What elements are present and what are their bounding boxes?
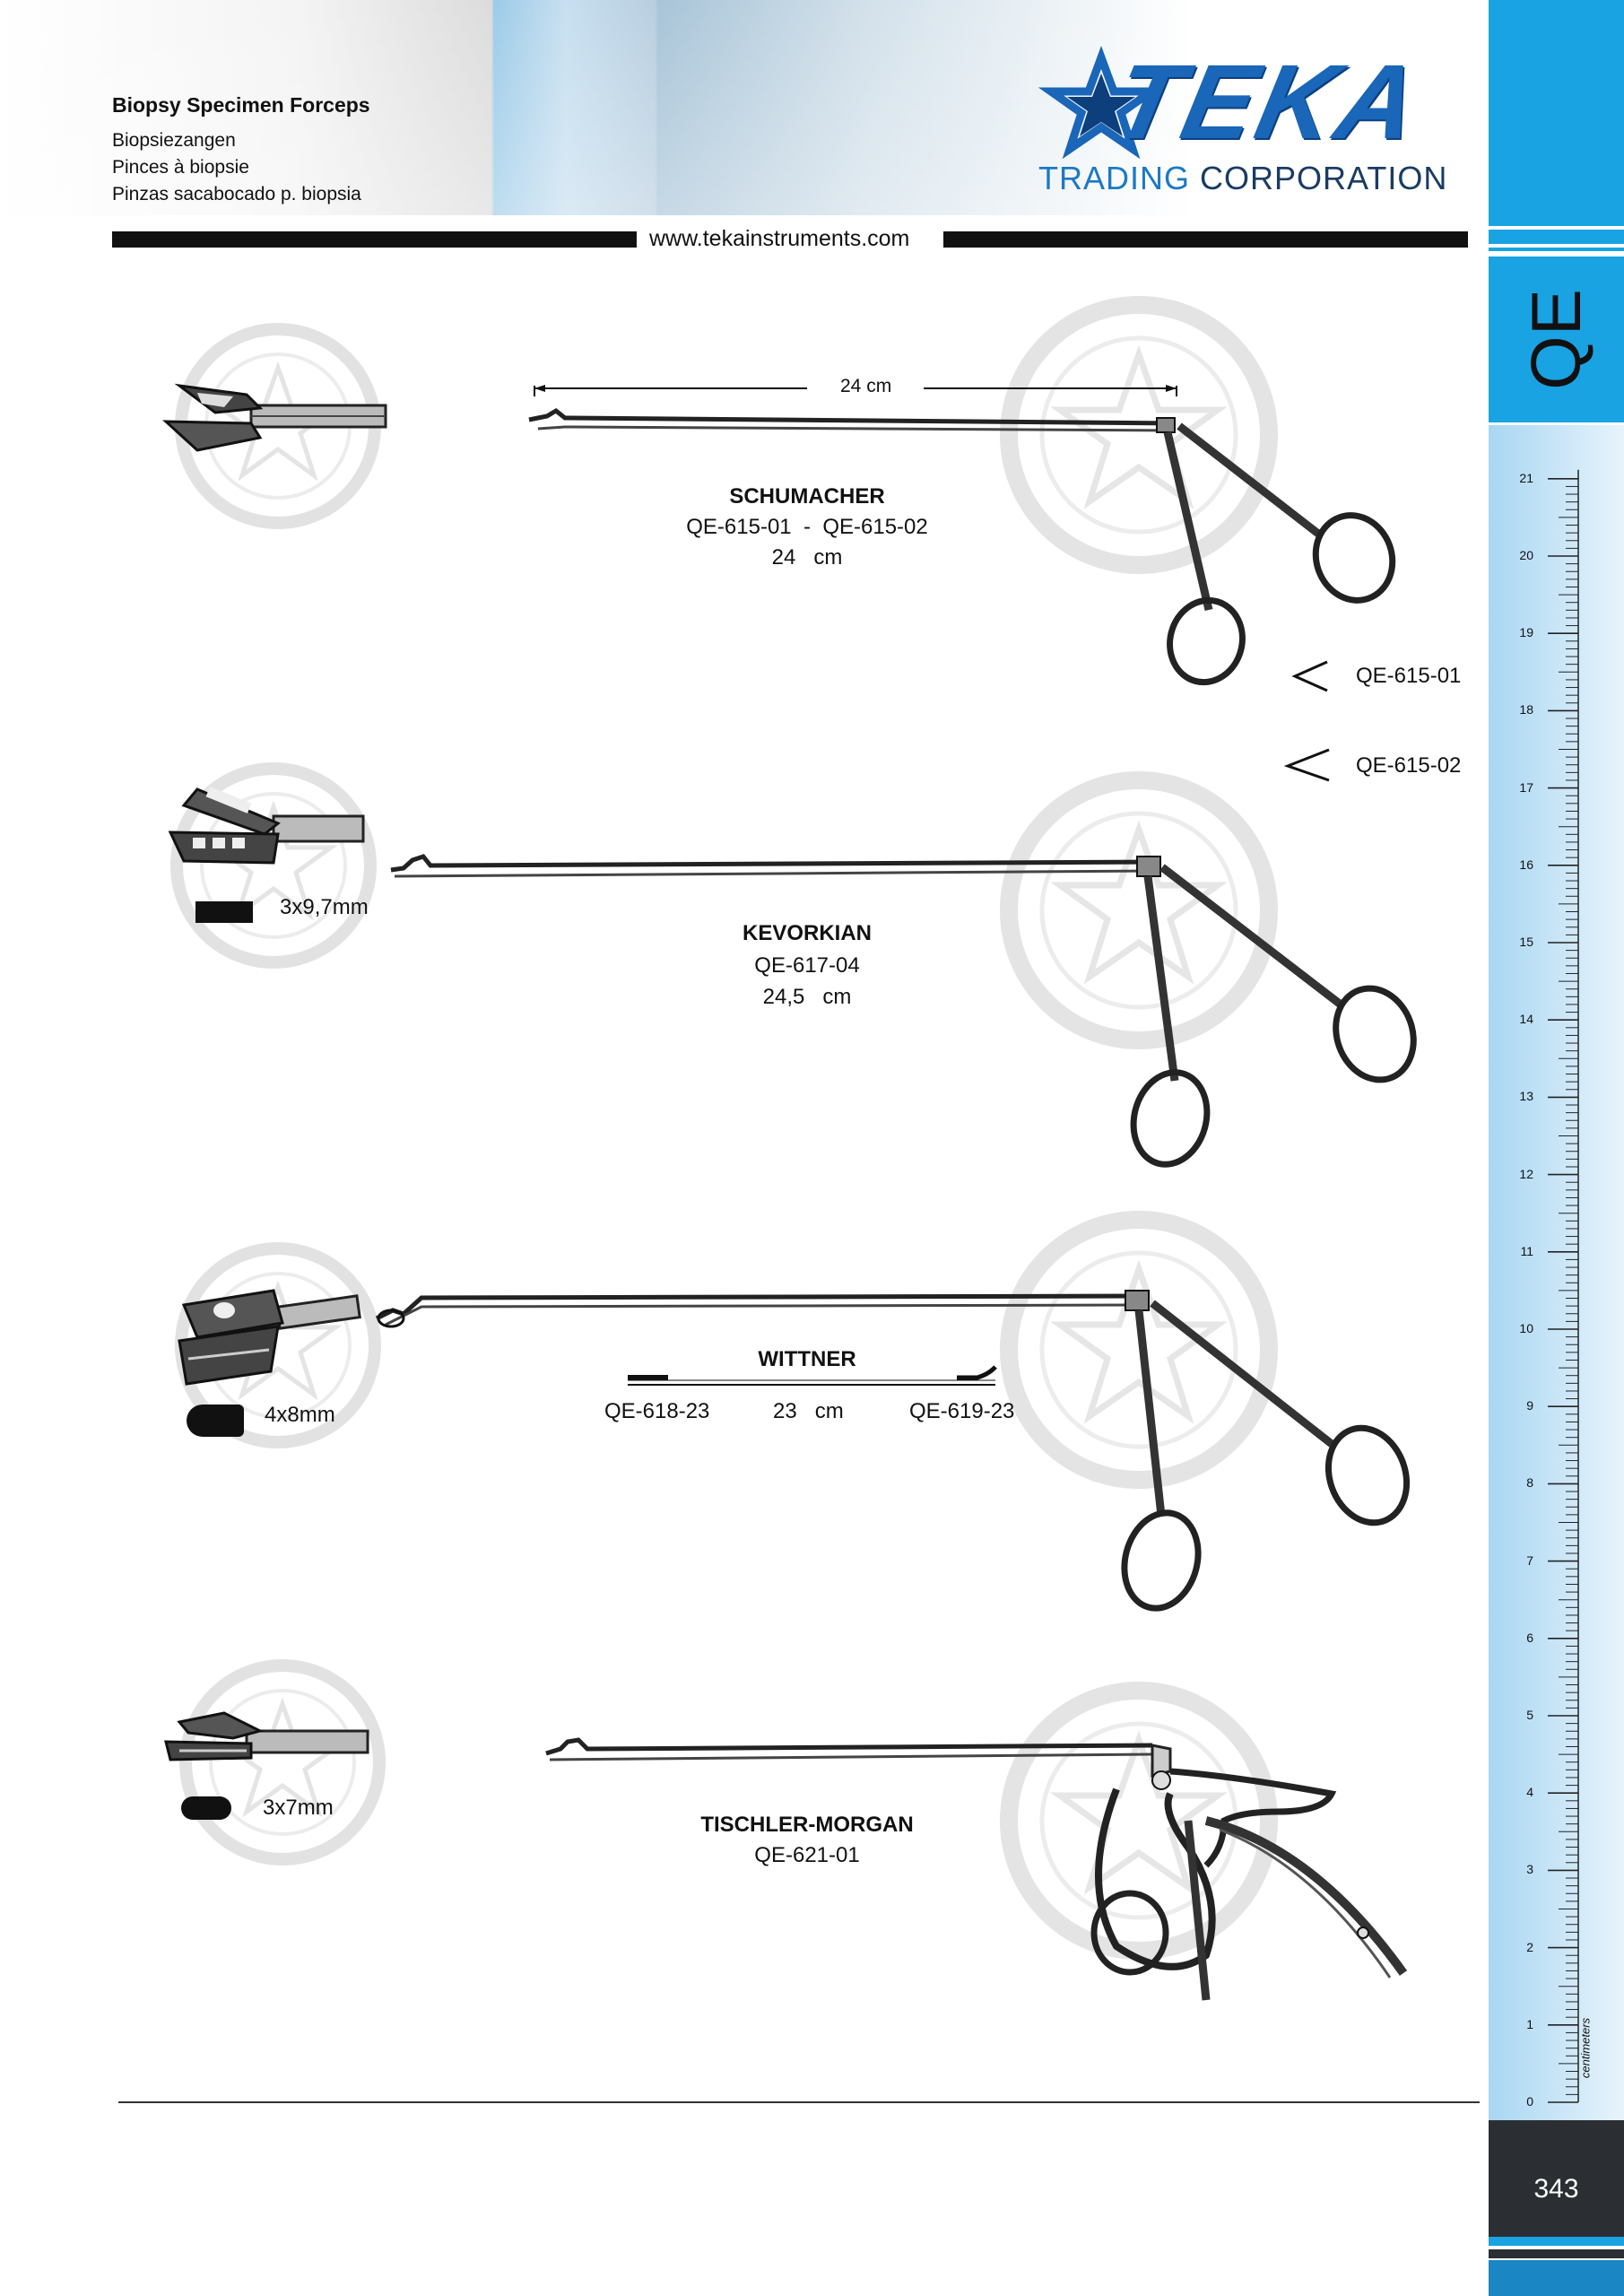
ruler-ticks [1548, 469, 1579, 2103]
product-size-schumacher: 24 cm [771, 545, 843, 570]
page-number-block [1489, 2120, 1624, 2237]
ruler-label: 6 [1526, 1630, 1533, 1645]
website-url: www.tekainstruments.com [649, 226, 910, 251]
product-name-tischler-morgan: TISCHLER-MORGAN [700, 1813, 914, 1837]
ruler-label: 20 [1519, 548, 1533, 562]
forceps-schumacher [528, 385, 1396, 686]
ruler-label: 3 [1526, 1862, 1533, 1877]
logo-wordmark: TEKA [1103, 43, 1432, 161]
jaw-size-wittner: 4x8mm [265, 1403, 335, 1427]
subtitle-fr: Pinces à biopsie [112, 157, 249, 178]
ruler-label: 19 [1519, 625, 1533, 640]
code-straight-wittner: QE-618-23 [604, 1399, 710, 1423]
ruler-label: 13 [1519, 1089, 1533, 1104]
product-name-kevorkian: KEVORKIAN [742, 921, 872, 945]
ruler-label: 15 [1519, 935, 1533, 949]
ruler-label: 2 [1526, 1939, 1533, 1954]
variant-label: QE-615-01 [1356, 664, 1462, 688]
code-sep: - [803, 515, 811, 539]
ruler-label: 11 [1520, 1243, 1533, 1258]
product-code-kevorkian: QE-617-04 [754, 953, 860, 978]
seal-watermark [1000, 1211, 1278, 1489]
jaw-size-swatch [195, 901, 253, 923]
product-name-schumacher: SCHUMACHER [729, 484, 885, 509]
code-curved-wittner: QE-619-23 [909, 1399, 1015, 1423]
product-size-wittner: 23 cm [773, 1399, 844, 1423]
ruler-label: 4 [1526, 1785, 1533, 1800]
dimension-label: 24 cm [840, 376, 892, 396]
product-size-kevorkian: 24,5 cm [762, 985, 852, 1009]
section-tab [1489, 257, 1624, 422]
ruler-unit: centimeters [1578, 2017, 1593, 2079]
product-codes-schumacher: QE-615-01 - QE-615-02 [583, 515, 1031, 540]
jaw-size-kevorkian: 3x9,7mm [280, 895, 369, 919]
ruler-label: 7 [1526, 1552, 1533, 1568]
sidebar-top-block [1489, 0, 1624, 226]
product-name-wittner: WITTNER [758, 1347, 856, 1371]
jaw-size-swatch [181, 1796, 231, 1820]
page-number: 343 [1533, 2174, 1579, 2204]
footer-stripe [1489, 2249, 1624, 2258]
logo-corporation: CORPORATION [1200, 160, 1448, 196]
ruler-label: 0 [1526, 2094, 1533, 2109]
sidebar-stripe [1489, 248, 1624, 251]
seal-watermark [1000, 1682, 1278, 1960]
logo-tagline: TRADING CORPORATION [1038, 160, 1447, 197]
jaw-detail-schumacher [162, 383, 387, 452]
footer-stripe [1489, 2237, 1624, 2246]
ruler-label: 5 [1526, 1708, 1533, 1722]
section-code: QE [1515, 289, 1595, 390]
variant-label: QE-615-02 [1356, 753, 1462, 778]
subtitle-de: Biopsiezangen [112, 130, 236, 151]
forceps-wittner [375, 1290, 1411, 1612]
ruler-label: 14 [1519, 1012, 1533, 1027]
header-background [0, 0, 1489, 215]
footer-stripe [1489, 2260, 1624, 2296]
footer-rule [118, 2101, 1480, 2103]
angle-up-icon [1291, 660, 1328, 692]
header-rule-left [112, 231, 637, 248]
ruler-unit-wrap: centimeters [1576, 2002, 1594, 2100]
ruler-label: 9 [1526, 1398, 1533, 1413]
code-b: QE-615-02 [822, 515, 928, 539]
jaw-detail-tischler-morgan [164, 1711, 369, 1761]
seal-watermark [1000, 771, 1278, 1049]
subtitle-es: Pinzas sacabocado p. biopsia [112, 184, 361, 204]
jaw-size-tischler-morgan: 3x7mm [263, 1796, 334, 1820]
page-title: Biopsy Specimen Forceps [112, 93, 370, 117]
ruler-label: 21 [1519, 470, 1533, 485]
jaw-detail-wittner [178, 1289, 361, 1386]
seal-watermark [1000, 296, 1278, 574]
code-a: QE-615-01 [686, 515, 792, 539]
logo-trading: TRADING [1038, 160, 1190, 196]
ruler-label: 17 [1519, 779, 1533, 795]
forceps-tischler-morgan [545, 1737, 1408, 2001]
ruler-label: 10 [1519, 1321, 1533, 1335]
product-code-tischler-morgan: QE-621-01 [754, 1843, 860, 1867]
ruler-label: 8 [1526, 1475, 1533, 1491]
ruler-label: 1 [1526, 2016, 1533, 2031]
star-icon [1038, 45, 1165, 160]
ruler-label: 16 [1519, 857, 1533, 872]
jaw-detail-kevorkian [168, 787, 365, 865]
header-rule-right [943, 231, 1468, 248]
sidebar-stripe [1489, 230, 1624, 244]
ruler-label: 18 [1519, 702, 1533, 718]
tip-shape-icons [628, 1365, 997, 1386]
seal-watermark [170, 762, 377, 969]
ruler [1489, 425, 1624, 2120]
jaw-size-swatch [187, 1405, 244, 1437]
angle-icon [1283, 748, 1330, 782]
forceps-kevorkian [390, 854, 1417, 1168]
ruler-label: 12 [1519, 1166, 1533, 1181]
